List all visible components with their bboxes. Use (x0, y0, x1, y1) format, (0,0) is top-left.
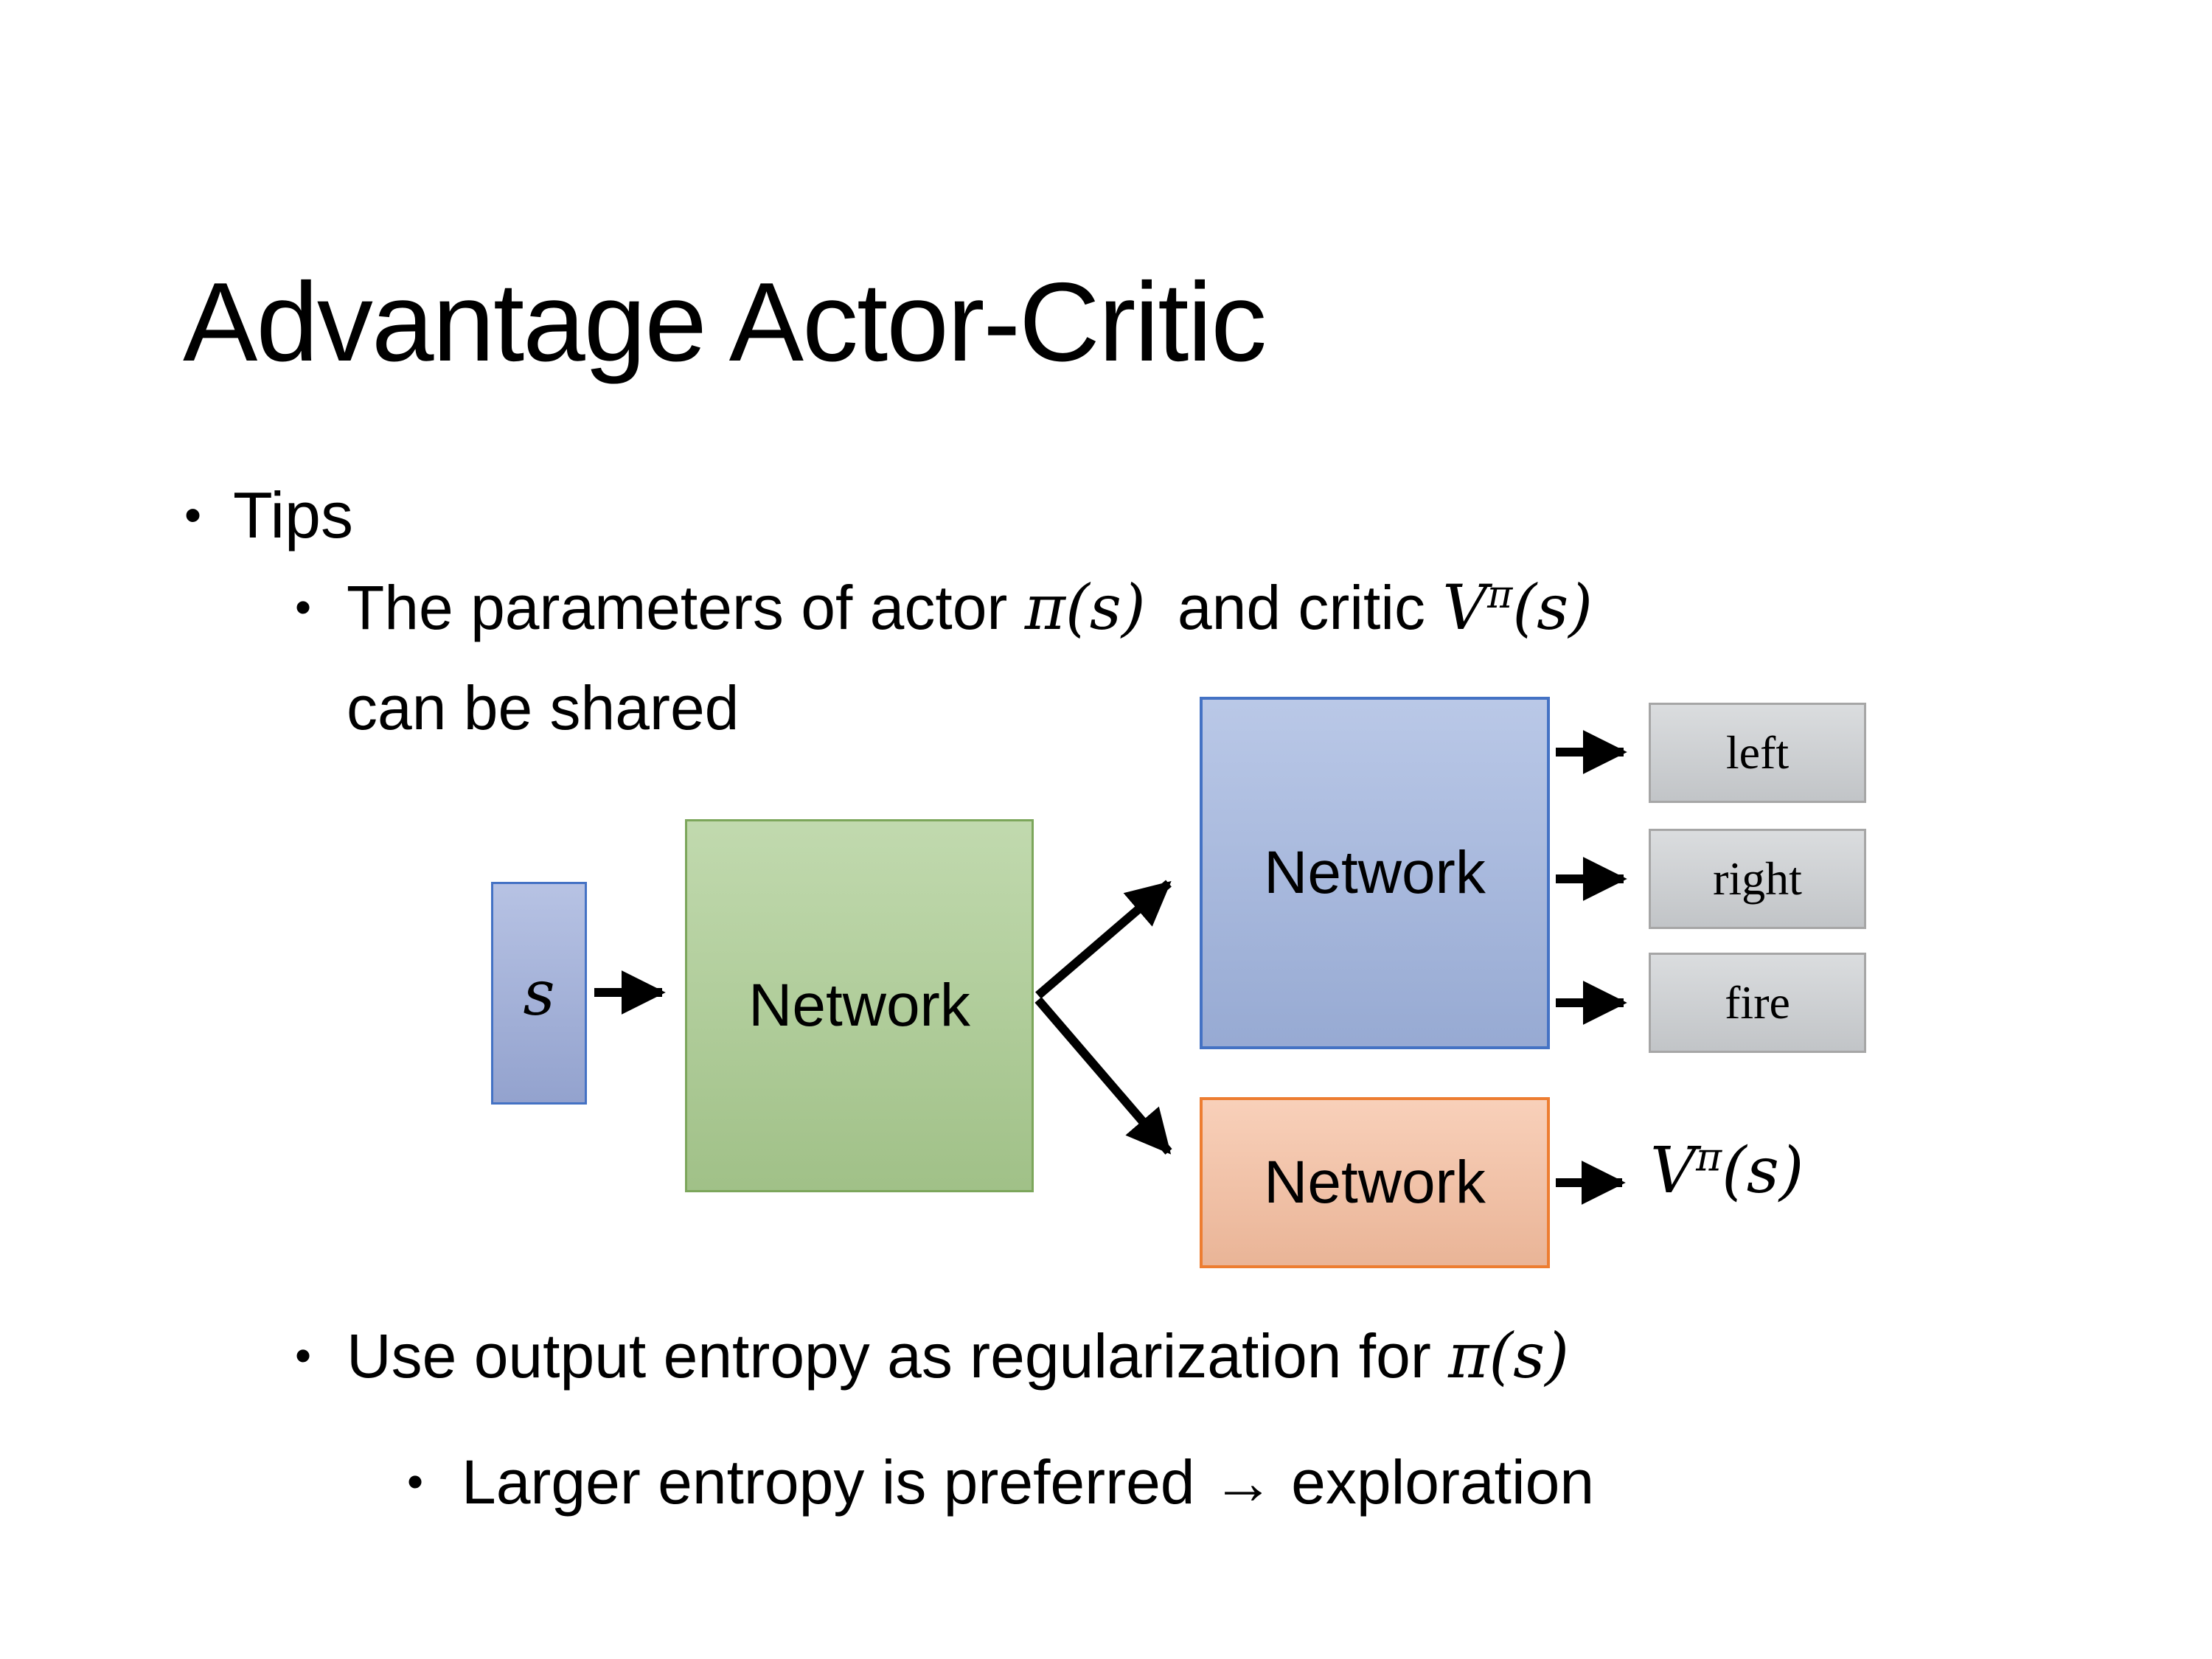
arrow-shared-to-critic (1034, 997, 1172, 1155)
critic-v-paren: (s) (1512, 571, 1593, 644)
action-box-left: left (1649, 703, 1866, 803)
action-right-label: right (1713, 852, 1802, 905)
exploration-text: Larger entropy is preferred → exploratio… (462, 1447, 1595, 1517)
tips-label: Tips (233, 479, 353, 552)
bullet-dot: • (184, 487, 202, 543)
critic-v-superscript: π (1487, 573, 1513, 617)
parameters-text-mid: and critic (1160, 573, 1443, 642)
critic-network-box: Network (1200, 1097, 1550, 1268)
state-label: s (523, 957, 555, 1029)
parameters-text-pre: The parameters of actor (347, 573, 1025, 642)
actor-pi-formula: π(s) (1024, 571, 1146, 644)
action-left-label: left (1725, 726, 1790, 779)
bullet-entropy: • Use output entropy as regularization fo… (295, 1320, 1569, 1392)
entropy-pi-formula: π(s) (1448, 1320, 1570, 1392)
arrow-shared-to-actor (1035, 880, 1172, 999)
bullet-parameters-line2: can be shared (347, 672, 739, 744)
entropy-text: Use output entropy as regularization for (347, 1321, 1449, 1391)
critic-output-formula: Vπ(s) (1650, 1134, 1804, 1208)
shared-network-box: Network (685, 819, 1034, 1192)
bullet-dot: • (295, 1330, 312, 1382)
action-fire-label: fire (1725, 976, 1790, 1029)
page-title: Advantage Actor-Critic (183, 259, 1267, 385)
bullet-dot: • (407, 1456, 424, 1509)
state-input-box: s (491, 882, 587, 1105)
actor-network-label: Network (1264, 839, 1486, 906)
critic-output-v: V (1650, 1134, 1697, 1208)
critic-output-paren: (s) (1722, 1134, 1804, 1208)
bullet-exploration: • Larger entropy is preferred → explorati… (407, 1447, 1594, 1518)
parameters-text-line2: can be shared (347, 673, 740, 742)
actor-network-box: Network (1200, 697, 1550, 1049)
critic-network-label: Network (1264, 1149, 1486, 1216)
critic-v-formula: V (1442, 571, 1488, 644)
bullet-dot: • (295, 582, 312, 634)
shared-network-label: Network (748, 972, 970, 1039)
action-box-right: right (1649, 829, 1866, 929)
bullet-tips: • Tips (184, 478, 353, 553)
bullet-parameters: • The parameters of actor π(s) and critic… (295, 571, 1593, 644)
action-box-fire: fire (1649, 953, 1866, 1053)
critic-output-superscript: π (1696, 1134, 1722, 1180)
